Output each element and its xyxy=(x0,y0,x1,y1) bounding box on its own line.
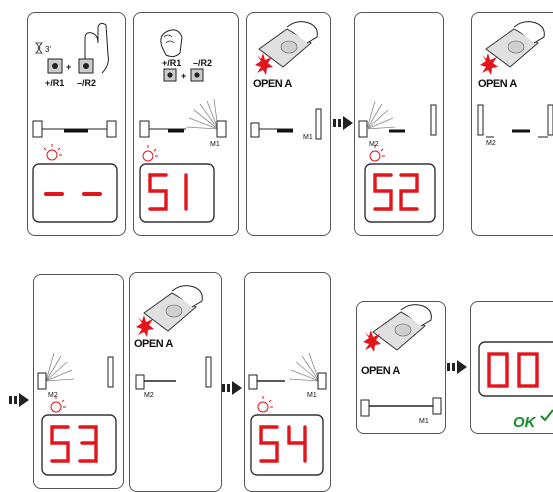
time-label: 3' xyxy=(45,45,51,54)
gate-post-left xyxy=(358,120,368,138)
step-panel-9: OPEN A M1 xyxy=(356,301,446,434)
gate-post-right xyxy=(317,372,327,390)
plus-sign: + xyxy=(181,71,186,81)
press-flash-icon xyxy=(136,315,154,337)
step-10-drawing: OK xyxy=(478,341,553,431)
gate-post-right xyxy=(216,120,227,138)
remote-control-icon xyxy=(485,21,545,68)
plus-r1-label: +/R1 xyxy=(162,58,181,68)
next-step-arrow-icon xyxy=(447,360,467,374)
step-8-drawing: M1 xyxy=(248,352,327,476)
swing-arc xyxy=(366,100,396,130)
step-panel-4: M2 xyxy=(354,12,444,236)
gate-leaf-m1-open xyxy=(315,108,322,140)
gate-post-left xyxy=(248,374,258,390)
minus-r2-label: –/R2 xyxy=(193,58,212,68)
step-panel-3: OPEN A M1 xyxy=(246,12,331,236)
remote-control-icon xyxy=(372,304,432,351)
lamp-icon xyxy=(257,401,269,413)
display-code-51 xyxy=(148,173,188,211)
minus-r2-label: –/R2 xyxy=(77,78,96,88)
open-a-label: OPEN A xyxy=(134,338,173,350)
motor-m1-label: M1 xyxy=(303,134,313,141)
step-1-drawing: 3' + +/R1 –/R2 xyxy=(32,22,118,223)
step-4-drawing: M2 xyxy=(358,100,437,223)
gate-post-right xyxy=(106,120,117,138)
press-flash-icon xyxy=(480,53,498,75)
display-code-52 xyxy=(373,173,419,211)
display-code-00 xyxy=(487,352,539,388)
swing-arc xyxy=(185,98,219,130)
press-flash-icon xyxy=(363,330,381,352)
plus-sign: + xyxy=(66,62,71,72)
gate-post-left xyxy=(250,122,260,138)
gate-post-left xyxy=(37,372,47,390)
ok-confirmation-label: OK xyxy=(513,414,537,431)
step-6-drawing: M2 xyxy=(37,352,117,476)
gate-leaf-m1-open xyxy=(547,104,553,136)
next-step-arrow-icon xyxy=(9,393,29,407)
next-step-arrow-icon xyxy=(333,116,353,130)
motor-m2-label: M2 xyxy=(486,140,496,147)
open-a-label: OPEN A xyxy=(361,365,400,377)
display-code-53 xyxy=(50,425,98,463)
motor-m1-label: M1 xyxy=(419,418,429,425)
display-code-54 xyxy=(259,425,307,463)
gate-leaf-m2-open xyxy=(477,104,484,136)
display-frame xyxy=(250,414,324,476)
display-frame xyxy=(41,414,117,476)
press-flash-icon xyxy=(255,53,273,75)
open-a-label: OPEN A xyxy=(478,78,517,90)
remote-control-icon xyxy=(143,285,203,332)
lamp-icon xyxy=(369,150,381,162)
step-9-drawing: OPEN A M1 xyxy=(360,304,442,425)
motor-m2-label: M2 xyxy=(369,141,379,148)
checkmark-icon xyxy=(540,409,553,422)
gate-post-right xyxy=(432,397,442,415)
step-3-drawing: OPEN A M1 xyxy=(250,21,322,141)
motor-m1-label: M1 xyxy=(210,141,220,148)
gate-leaf-m1-open xyxy=(107,356,114,388)
swing-arc xyxy=(288,352,320,382)
motor-m2-label: M2 xyxy=(48,392,58,399)
hourglass-icon xyxy=(35,42,43,54)
motor-m2-label: M2 xyxy=(144,392,154,399)
step-panel-2: +/R1 –/R2 + M1 xyxy=(133,12,239,236)
step-panel-5: OPEN A M2 xyxy=(471,12,553,236)
display-frame xyxy=(139,163,215,223)
open-a-label: OPEN A xyxy=(253,78,292,90)
gate-leaf-m1-open xyxy=(205,356,212,388)
step-panel-1: 3' + +/R1 –/R2 xyxy=(27,12,126,236)
hand-icon xyxy=(160,29,183,58)
step-panel-6: M2 xyxy=(33,274,124,489)
remote-control-icon xyxy=(258,21,318,68)
step-panel-7: OPEN A M2 xyxy=(129,272,222,492)
step-5-drawing: OPEN A M2 xyxy=(477,21,553,147)
next-step-arrow-icon xyxy=(222,381,242,395)
gate-post-left xyxy=(32,120,43,138)
plus-r1-label: +/R1 xyxy=(45,78,64,88)
gate-leaf-m1-open xyxy=(430,104,437,136)
lamp-icon xyxy=(46,149,58,161)
step-2-drawing: +/R1 –/R2 + M1 xyxy=(139,29,227,223)
gate-post-left xyxy=(139,120,150,138)
lamp-icon xyxy=(142,150,154,162)
gate-post-left xyxy=(135,374,145,390)
lamp-icon xyxy=(50,401,62,413)
step-7-drawing: OPEN A M2 xyxy=(134,285,212,399)
motor-m1-label: M1 xyxy=(307,392,317,399)
step-panel-8: M1 xyxy=(244,272,331,492)
swing-arc xyxy=(45,352,75,382)
display-frame xyxy=(32,163,118,223)
gate-post-left xyxy=(360,399,370,417)
step-panel-10: OK xyxy=(470,301,553,434)
